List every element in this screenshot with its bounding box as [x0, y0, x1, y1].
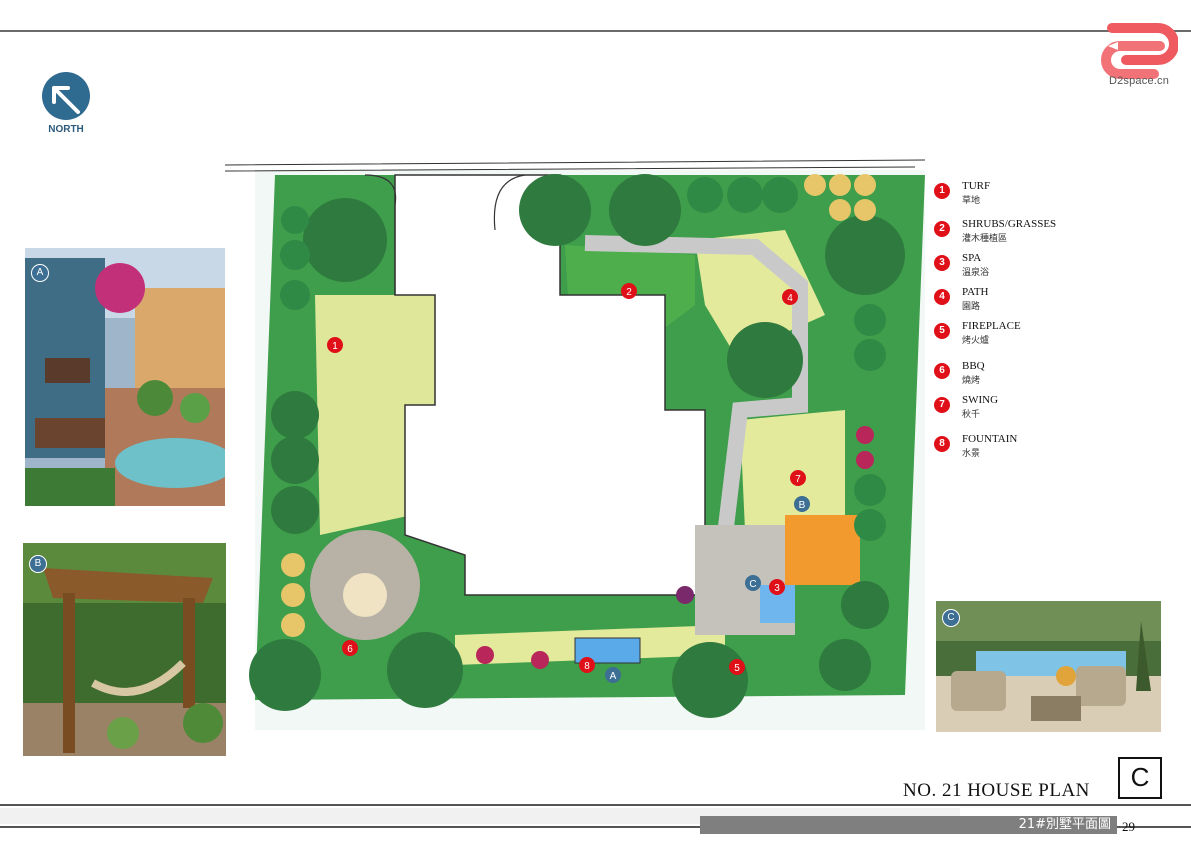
svg-text:B: B	[799, 500, 806, 511]
plan-marker: 6	[342, 640, 358, 656]
plan-tag: C	[745, 575, 761, 591]
legend-number: 4	[934, 289, 950, 305]
legend-label: SWING	[962, 394, 999, 406]
d2space-logo	[1101, 23, 1178, 79]
plan-title: NO. 21 HOUSE PLAN	[903, 780, 1090, 801]
plan-marker: 7	[790, 470, 806, 486]
plan-marker: 1	[327, 337, 343, 353]
photo-c-pool-terrace: C	[936, 601, 1161, 732]
svg-text:3: 3	[774, 583, 780, 594]
legend-number: 7	[934, 397, 950, 413]
legend-label: SHRUBS/GRASSES	[962, 218, 1057, 230]
svg-text:4: 4	[787, 293, 793, 304]
photo-a-courtyard: A	[25, 248, 225, 506]
legend-label: FOUNTAIN	[962, 433, 1018, 445]
svg-text:2: 2	[626, 287, 632, 298]
legend-label-cn: 園路	[962, 302, 981, 312]
page-number: 29	[1122, 819, 1135, 834]
legend-label: TURF	[962, 180, 991, 192]
legend-label-cn: 秋千	[962, 410, 981, 420]
svg-text:A: A	[610, 671, 617, 682]
footer-rule	[0, 826, 1191, 828]
legend-label-cn: 燒烤	[962, 376, 981, 386]
north-arrow-icon	[42, 72, 90, 120]
legend-number: 8	[934, 436, 950, 452]
site-plan: 1 2 3 4 5 6 7 8 A B C	[225, 159, 926, 730]
legend-number: 5	[934, 323, 950, 339]
legend-number: 3	[934, 255, 950, 271]
title-box: C	[1118, 757, 1162, 799]
svg-text:8: 8	[584, 661, 590, 672]
legend-number: 2	[934, 221, 950, 237]
plan-marker: 8	[579, 657, 595, 673]
legend-label-cn: 草地	[962, 196, 981, 206]
legend-label: SPA	[962, 252, 982, 264]
legend-label-cn: 溫泉浴	[962, 268, 990, 278]
title-box-letter: C	[1130, 762, 1150, 792]
photo-tag-c: C	[942, 609, 960, 627]
plan-marker: 4	[782, 289, 798, 305]
north-label: NORTH	[48, 124, 84, 135]
svg-text:1: 1	[332, 341, 338, 352]
legend-label: PATH	[962, 286, 989, 298]
svg-text:7: 7	[795, 474, 801, 485]
site-label: D2space.cn	[1108, 75, 1170, 87]
header-rule	[0, 30, 1191, 32]
cn-title: 21#別墅平面圖	[1018, 817, 1111, 832]
legend-number: 6	[934, 363, 950, 379]
legend-number: 1	[934, 183, 950, 199]
svg-text:5: 5	[734, 663, 740, 674]
plan-marker: 3	[769, 579, 785, 595]
legend-label: BBQ	[962, 360, 985, 372]
plan-marker: 5	[729, 659, 745, 675]
svg-text:6: 6	[347, 644, 353, 655]
legend-label: FIREPLACE	[962, 320, 1021, 332]
legend-label-cn: 水景	[962, 449, 981, 459]
plan-tag: B	[794, 496, 810, 512]
plan-tag: A	[605, 667, 621, 683]
svg-text:C: C	[749, 579, 756, 590]
photo-tag-b: B	[29, 555, 47, 573]
legend-label-cn: 烤火爐	[962, 336, 990, 346]
legend-label-cn: 灌木種植區	[962, 234, 1008, 244]
photo-b-pergola-swing: B	[23, 543, 226, 756]
photo-tag-a: A	[31, 264, 49, 282]
plan-marker: 2	[621, 283, 637, 299]
footer-rule	[0, 804, 1191, 806]
cn-title-bar: 21#別墅平面圖	[700, 816, 1117, 834]
